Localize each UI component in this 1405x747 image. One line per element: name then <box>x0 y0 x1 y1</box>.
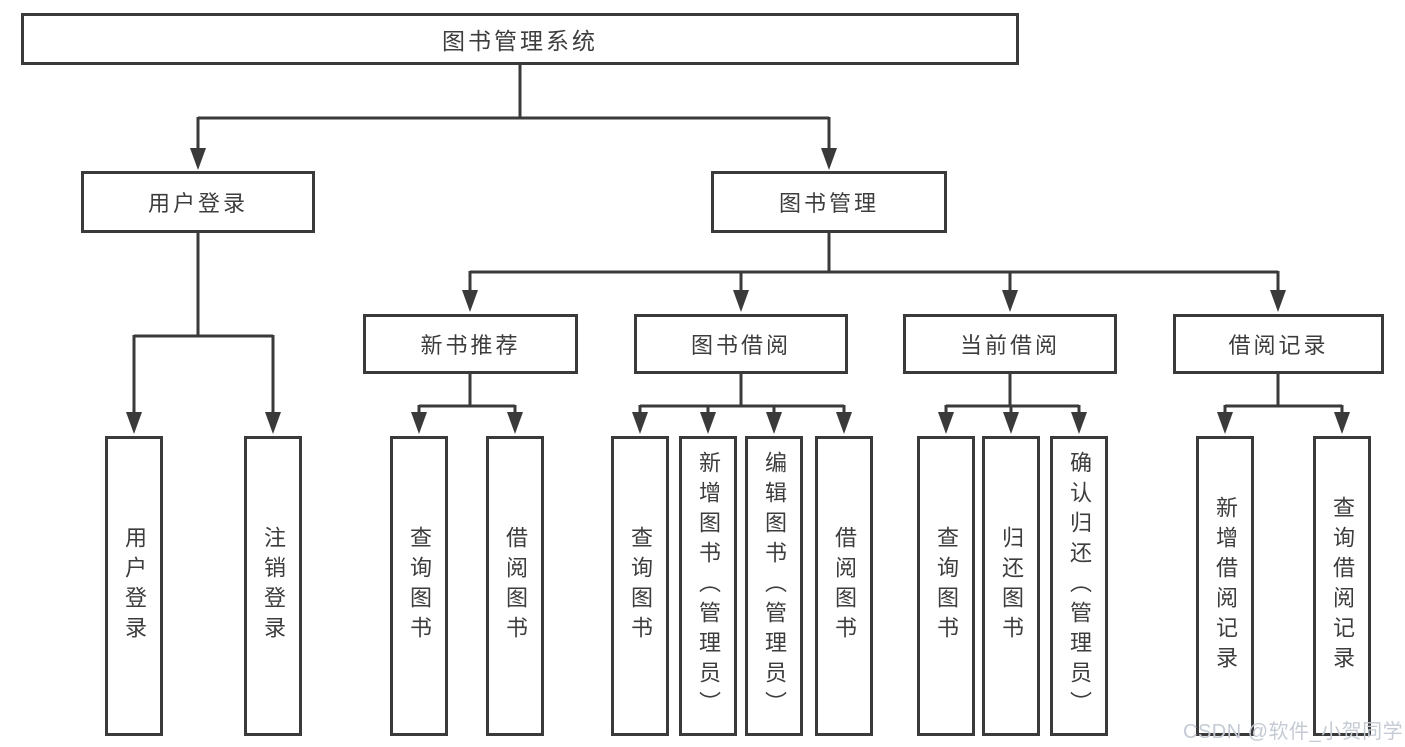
leaf-query-books-current: 查询图书 <box>917 436 975 736</box>
leaf-borrow-books-recommend: 借阅图书 <box>486 436 544 736</box>
leaf-borrow-books-borrowing: 借阅图书 <box>815 436 873 736</box>
leaf-add-borrow-record: 新增借阅记录 <box>1196 436 1254 736</box>
leaf-confirm-return-admin: 确认归还（管理员） <box>1050 436 1108 736</box>
node-new-book-recommendation: 新书推荐 <box>363 314 578 374</box>
leaf-edit-books-admin: 编辑图书（管理员） <box>745 436 803 736</box>
node-current-borrowing: 当前借阅 <box>903 314 1117 374</box>
node-library-management-system: 图书管理系统 <box>21 13 1019 65</box>
leaf-query-books-borrowing: 查询图书 <box>611 436 669 736</box>
leaf-user-login: 用户登录 <box>105 436 163 736</box>
node-borrowing-records: 借阅记录 <box>1173 314 1384 374</box>
node-book-borrowing: 图书借阅 <box>634 314 848 374</box>
watermark: CSDN @软件_小贺同学 <box>1183 721 1404 743</box>
leaf-add-books-admin: 新增图书（管理员） <box>679 436 737 736</box>
leaf-query-books-recommend: 查询图书 <box>390 436 448 736</box>
leaf-query-borrow-record: 查询借阅记录 <box>1313 436 1371 736</box>
tree-edges <box>132 64 1344 414</box>
leaf-return-books: 归还图书 <box>982 436 1040 736</box>
node-user-login: 用户登录 <box>81 171 315 233</box>
arrowheads <box>126 148 1350 434</box>
leaf-logout: 注销登录 <box>244 436 302 736</box>
node-book-management: 图书管理 <box>711 171 947 233</box>
